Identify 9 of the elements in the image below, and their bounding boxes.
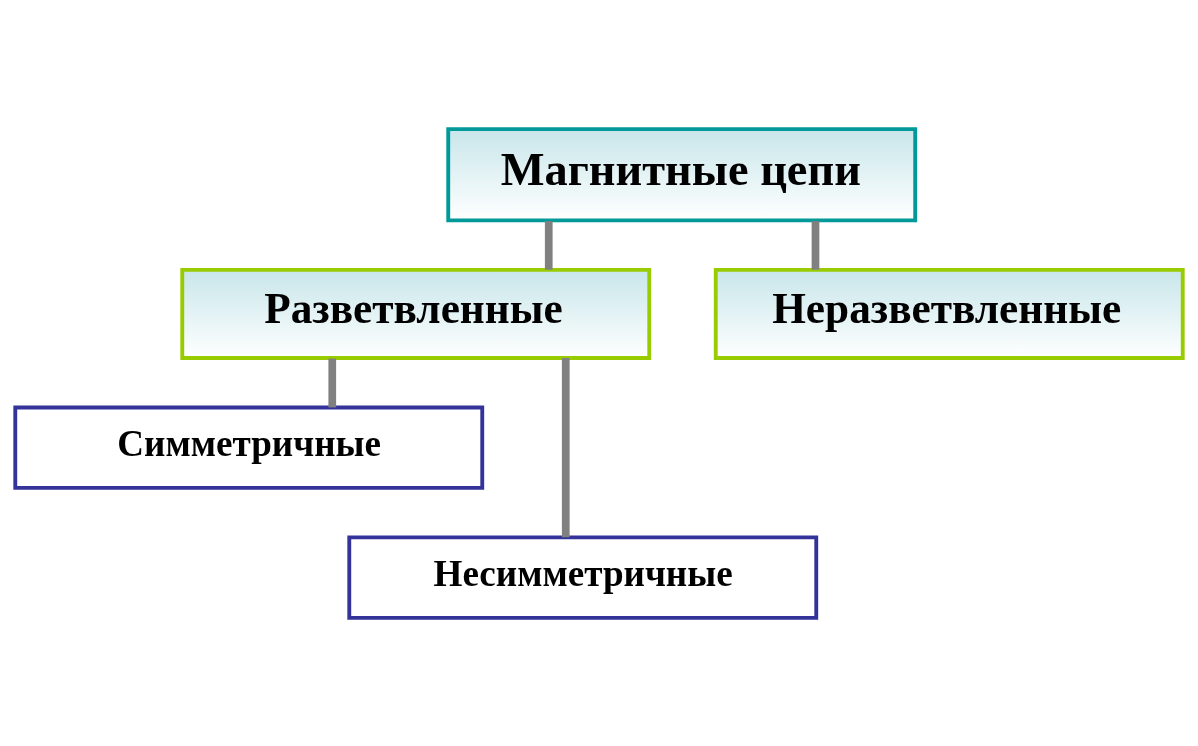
node-box: Неразветвленные <box>713 267 1185 360</box>
connector <box>811 220 820 270</box>
node-box: Симметричные <box>13 405 485 490</box>
node-box: Несимметричные <box>347 534 819 620</box>
connector <box>544 220 553 270</box>
connector <box>328 358 337 407</box>
connector <box>561 357 570 537</box>
node-box: Магнитные цепи <box>446 126 918 222</box>
node-box: Разветвленные <box>180 267 652 360</box>
